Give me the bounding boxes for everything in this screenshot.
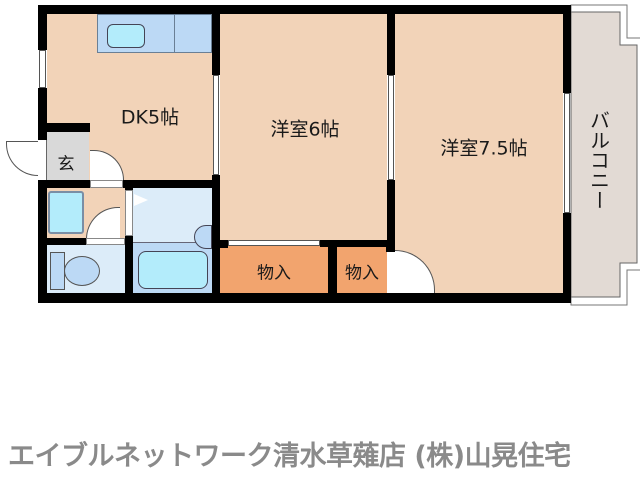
wall-toilet-bath	[125, 236, 133, 303]
bath-vent-icon	[134, 194, 148, 206]
bath-door-opening	[125, 190, 133, 236]
entrance-door-arc	[6, 141, 38, 176]
western-6-label: 洋室6帖	[270, 118, 340, 141]
wall-storage-divider	[328, 240, 337, 303]
wall-bottom	[38, 293, 571, 303]
room-storage-2	[337, 246, 387, 293]
wall-dk-bottom-left	[38, 180, 90, 188]
window-w6-w75	[388, 75, 394, 180]
agency-footer: エイブルネットワーク清水草薙店 (株)山晃住宅	[8, 441, 571, 472]
window-w75-balcony	[564, 93, 570, 213]
storage2-door-opening	[387, 252, 395, 293]
wall-storage2-right	[386, 240, 395, 252]
wall-storage-top	[220, 240, 228, 248]
dk-label: DK5帖	[120, 106, 180, 129]
wall-storage-top-right	[320, 240, 395, 247]
bathtub	[138, 251, 208, 289]
wall-left-upper	[38, 5, 47, 50]
wall-left-mid	[38, 88, 47, 140]
dk-bottom-opening	[90, 180, 123, 188]
washbasin	[48, 191, 84, 234]
wall-w6-w75-lower	[387, 180, 395, 250]
window-dk-left	[39, 50, 46, 88]
toilet-bowl	[64, 256, 100, 286]
wall-top	[38, 5, 571, 14]
toilet-tank	[50, 252, 65, 290]
entrance-door-opening	[38, 140, 47, 180]
floor-plan: バルコニー	[6, 4, 640, 306]
wall-wash-bath	[125, 180, 133, 190]
room-storage-1	[220, 246, 328, 293]
balcony-label: バルコニー	[586, 110, 611, 210]
kitchen-sink	[107, 24, 145, 48]
wall-right-lower	[563, 213, 571, 303]
bath-faucet	[194, 225, 212, 249]
wall-entrance-top	[38, 123, 90, 132]
room-western-6	[220, 14, 387, 246]
room-entrance	[47, 132, 89, 182]
kitchen-counter-divider	[174, 14, 175, 53]
wall-dk-w6-lower	[212, 175, 220, 303]
wall-w6-w75-upper	[387, 5, 395, 75]
western-7-5-label: 洋室7.5帖	[440, 137, 528, 160]
entrance-label: 玄	[57, 154, 75, 175]
storage-1-label: 物入	[257, 263, 291, 284]
wall-dk-bottom-right	[123, 180, 220, 188]
storage1-sliding-door	[228, 240, 320, 246]
room-western-7-5	[395, 14, 563, 294]
wall-wash-toilet	[38, 238, 86, 245]
storage-2-label: 物入	[345, 263, 379, 284]
wall-dk-w6-upper	[212, 5, 220, 75]
washroom-door-opening	[86, 238, 125, 245]
wall-right-upper	[563, 5, 571, 93]
window-dk-w6	[213, 75, 219, 175]
balcony-shape	[570, 4, 640, 306]
